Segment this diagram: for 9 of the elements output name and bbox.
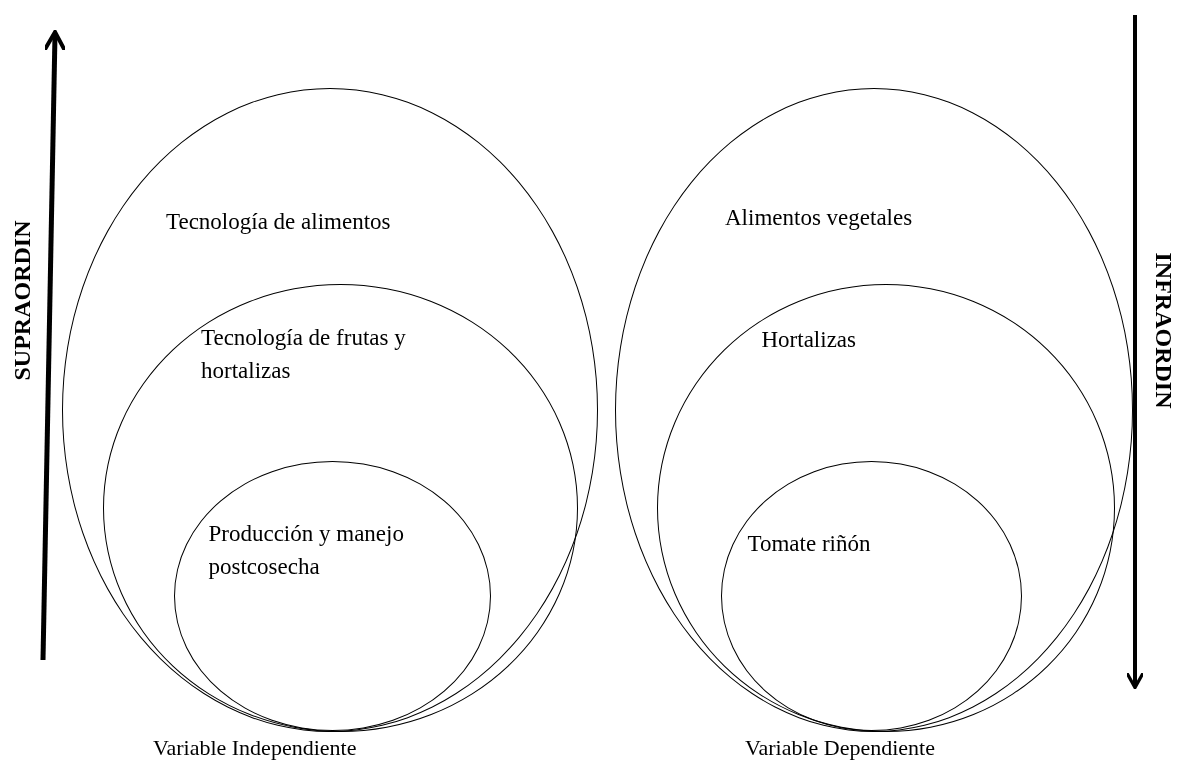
axis-label: INFRAORDIN (1149, 252, 1177, 408)
ellipse-label: Tecnología de frutas y hortalizas (201, 323, 407, 385)
ellipse (656, 283, 1115, 732)
ellipse-label: Tecnología de alimentos (166, 208, 392, 236)
ellipse-label: Producción y manejo postcosecha (208, 520, 405, 582)
ellipse-label: Alimentos vegetales (725, 204, 914, 232)
ellipse-label: Hortalizas (761, 325, 857, 354)
axis-label: SUPRAORDIN (8, 220, 36, 380)
ellipse-label: Tomate riñón (747, 530, 872, 558)
